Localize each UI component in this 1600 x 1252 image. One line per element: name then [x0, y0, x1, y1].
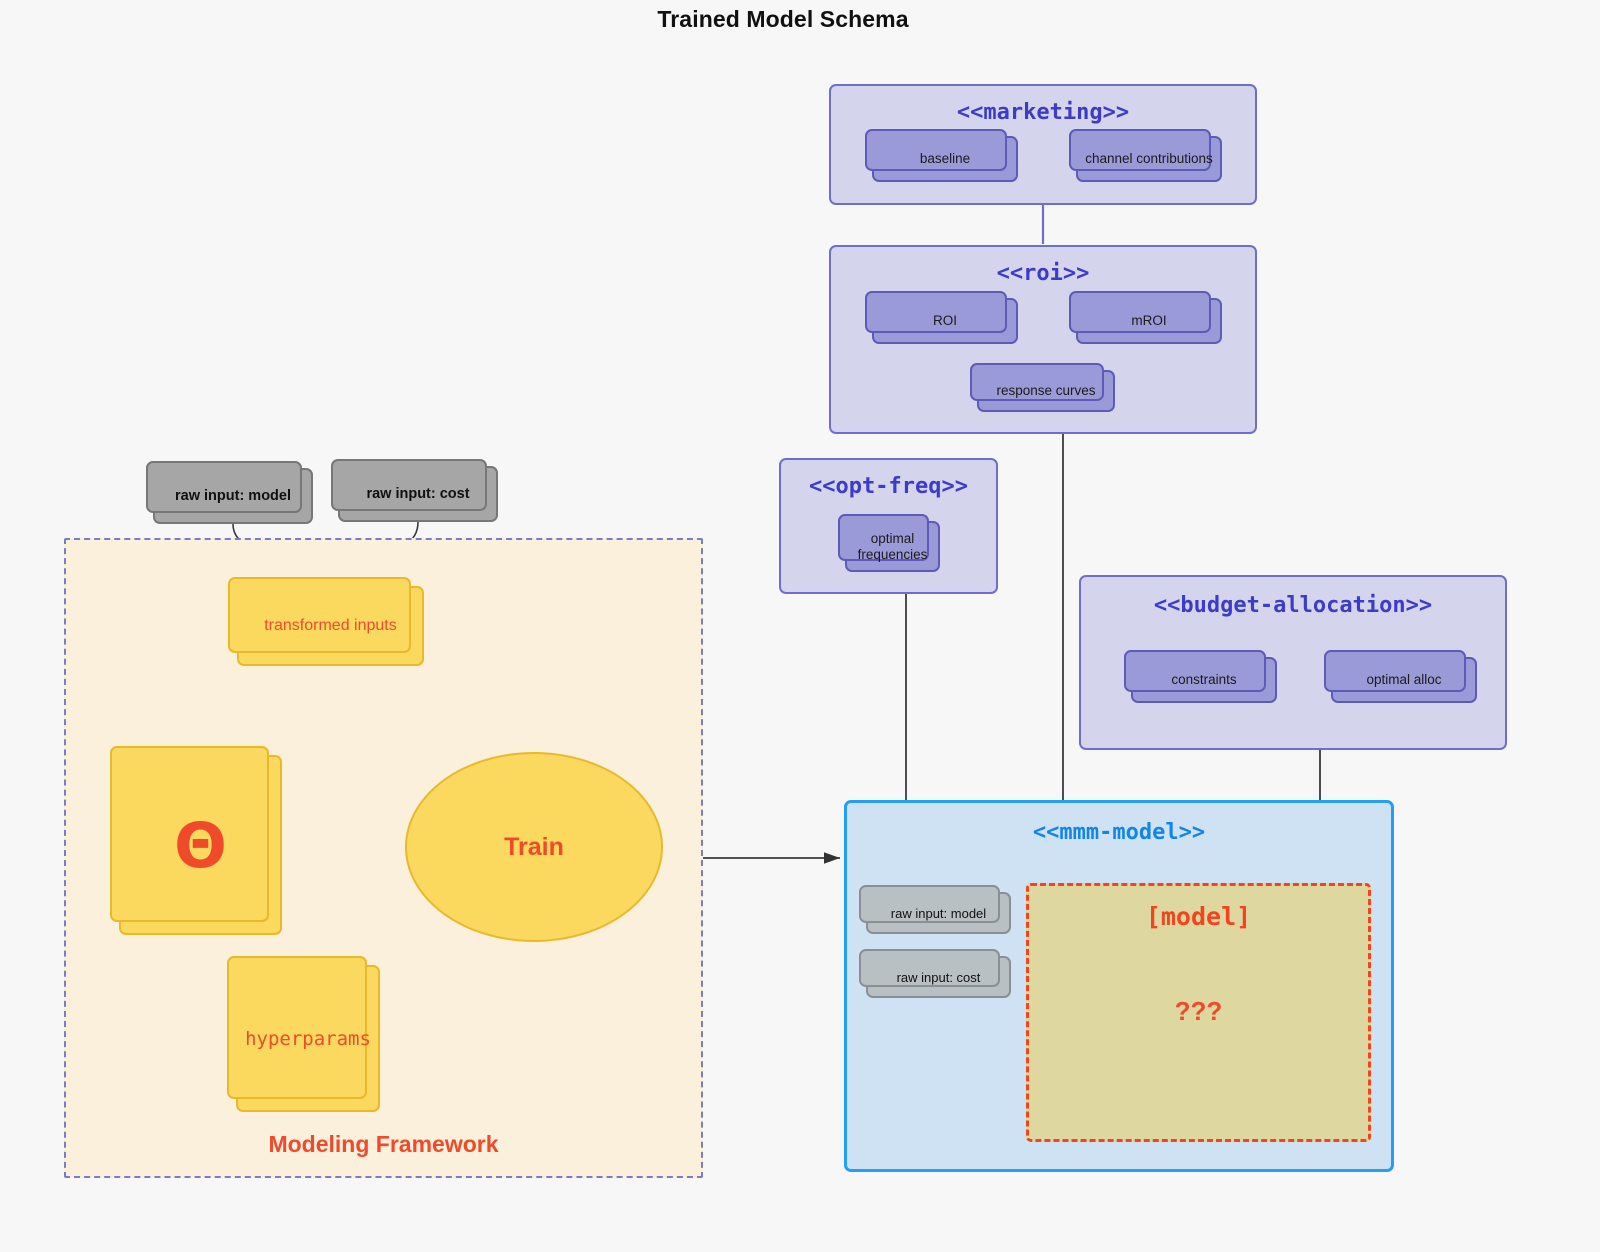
- node-hyperparams[interactable]: hyperparams: [227, 956, 380, 1112]
- node-optimal-frequencies[interactable]: optimal frequencies: [838, 514, 940, 572]
- package-roi-title: <<roi>>: [996, 261, 1090, 286]
- node-theta-label: Θ: [174, 808, 227, 882]
- node-raw-input-cost[interactable]: raw input: cost: [331, 459, 498, 522]
- node-stack-shadow: [227, 956, 367, 1099]
- node-raw-input-model[interactable]: raw input: model: [146, 461, 313, 524]
- node-stack-shadow: [859, 949, 1000, 987]
- node-stack-shadow: [110, 746, 269, 922]
- package-budget-allocation-title: <<budget-allocation>>: [1153, 593, 1433, 618]
- node-optimal-alloc[interactable]: optimal alloc: [1324, 650, 1477, 703]
- node-stack-shadow: [859, 885, 1000, 923]
- node-response-curves-label: response curves: [996, 383, 1096, 399]
- node-roi[interactable]: ROI: [865, 291, 1018, 344]
- node-constraints-label: constraints: [1171, 672, 1237, 688]
- node-stack-shadow: [1069, 129, 1211, 171]
- node-stack-shadow: [1069, 291, 1211, 333]
- modeling-framework-label: Modeling Framework: [268, 1131, 499, 1157]
- node-optimal-alloc-label: optimal alloc: [1366, 672, 1442, 688]
- node-mroi[interactable]: mROI: [1069, 291, 1222, 344]
- node-baseline-label: baseline: [919, 151, 971, 167]
- node-baseline[interactable]: baseline: [865, 129, 1018, 182]
- model-placeholder-box[interactable]: [model] ???: [1026, 883, 1371, 1142]
- model-unknown-label: ???: [1174, 996, 1223, 1026]
- node-roi-label: ROI: [932, 313, 957, 329]
- node-stack-shadow: [146, 461, 302, 513]
- package-mmm-model-title: <<mmm-model>>: [1032, 820, 1206, 845]
- node-mroi-label: mROI: [1131, 313, 1167, 329]
- node-optimal-frequencies-label-line2: frequencies: [857, 546, 928, 562]
- node-train-label: Train: [504, 832, 564, 861]
- node-train[interactable]: Train: [405, 752, 663, 942]
- model-placeholder-label: [model]: [1145, 902, 1252, 931]
- node-raw-input-model-label: raw input: model: [175, 488, 291, 504]
- package-marketing-title: <<marketing>>: [956, 100, 1130, 125]
- node-stack-shadow: [228, 577, 411, 653]
- node-stack-shadow: [1324, 650, 1466, 692]
- node-stack-shadow: [838, 514, 929, 561]
- node-channel-contributions-label: channel contributions: [1085, 151, 1213, 167]
- node-raw-input-cost-label: raw input: cost: [366, 486, 470, 502]
- node-channel-contributions[interactable]: channel contributions: [1069, 129, 1222, 182]
- node-theta[interactable]: Θ: [110, 746, 282, 935]
- node-mmm-raw-input-model-label: raw input: model: [890, 905, 987, 921]
- node-mmm-raw-input-model[interactable]: raw input: model: [859, 885, 1011, 934]
- node-stack-shadow: [970, 363, 1104, 401]
- node-hyperparams-label: hyperparams: [245, 1027, 371, 1050]
- node-transformed-inputs-label: transformed inputs: [264, 617, 397, 634]
- node-stack-shadow: [865, 291, 1007, 333]
- node-stack-shadow: [865, 129, 1007, 171]
- package-opt-freq-title: <<opt-freq>>: [809, 474, 968, 499]
- node-mmm-raw-input-cost-label: raw input: cost: [896, 969, 981, 985]
- page-title: Trained Model Schema: [657, 6, 909, 32]
- node-mmm-raw-input-cost[interactable]: raw input: cost: [859, 949, 1011, 998]
- node-stack-shadow: [331, 459, 487, 511]
- node-transformed-inputs[interactable]: transformed inputs: [228, 577, 424, 666]
- node-response-curves[interactable]: response curves: [970, 363, 1115, 412]
- node-stack-shadow: [1124, 650, 1266, 692]
- node-optimal-frequencies-label-line1: optimal: [870, 531, 915, 547]
- node-constraints[interactable]: constraints: [1124, 650, 1277, 703]
